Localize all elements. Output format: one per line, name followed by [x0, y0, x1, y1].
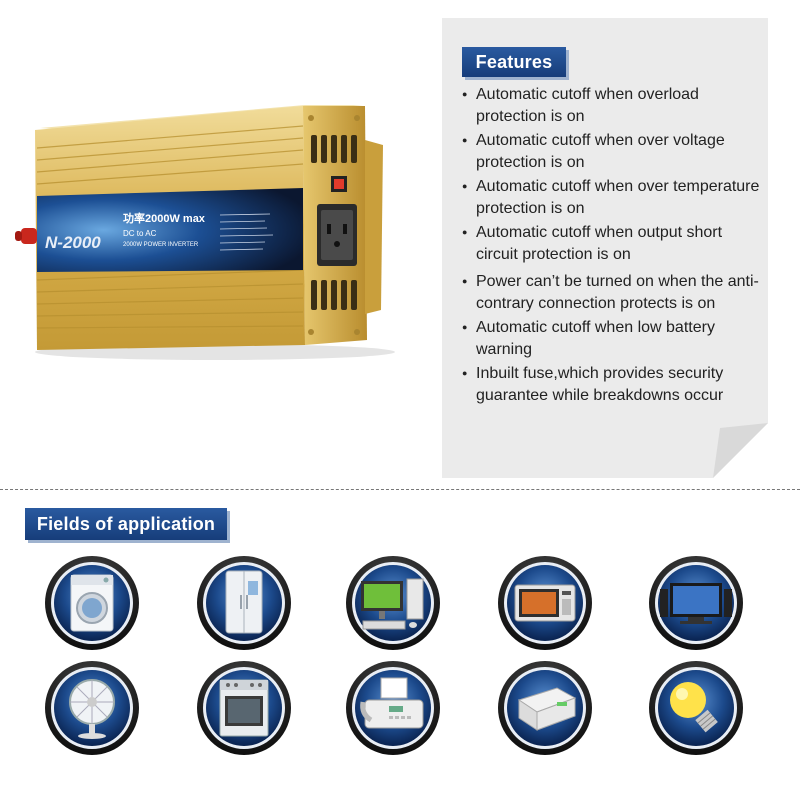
feature-item: Automatic cutoff when output short circu…: [462, 222, 762, 265]
features-title: Features: [462, 47, 566, 77]
inverter-product-image: N-2000 功率2000W max DC to AC 2000W POWER …: [15, 105, 395, 360]
computer-icon: [345, 555, 441, 651]
feature-item: Automatic cutoff when over voltage prote…: [462, 130, 762, 173]
fan-icon: [44, 660, 140, 756]
microwave-icon: [497, 555, 593, 651]
type-line2: 2000W POWER INVERTER: [123, 242, 199, 248]
fields-of-application-title: Fields of application: [25, 508, 227, 540]
power-label: 功率2000W max: [123, 211, 206, 225]
printer-icon: [497, 660, 593, 756]
model-label: N-2000: [45, 233, 101, 252]
features-list: Automatic cutoff when overload protectio…: [462, 84, 762, 406]
fax-machine-icon: [345, 660, 441, 756]
tv-icon: [648, 555, 744, 651]
features-panel: Features Automatic cutoff when overload …: [442, 18, 768, 478]
light-bulb-icon: [648, 660, 744, 756]
section-divider: [0, 489, 800, 490]
refrigerator-icon: [196, 555, 292, 651]
washing-machine-icon: [44, 555, 140, 651]
oven-icon: [196, 660, 292, 756]
feature-item: Automatic cutoff when over temperature p…: [462, 176, 762, 219]
feature-item: Automatic cutoff when low battery warnin…: [462, 317, 762, 360]
feature-item: Inbuilt fuse,which provides security gua…: [462, 363, 746, 406]
feature-item: Power can’t be turned on when the anti-c…: [462, 271, 762, 314]
feature-item: Automatic cutoff when overload protectio…: [462, 84, 762, 127]
type-line1: DC to AC: [123, 229, 157, 238]
